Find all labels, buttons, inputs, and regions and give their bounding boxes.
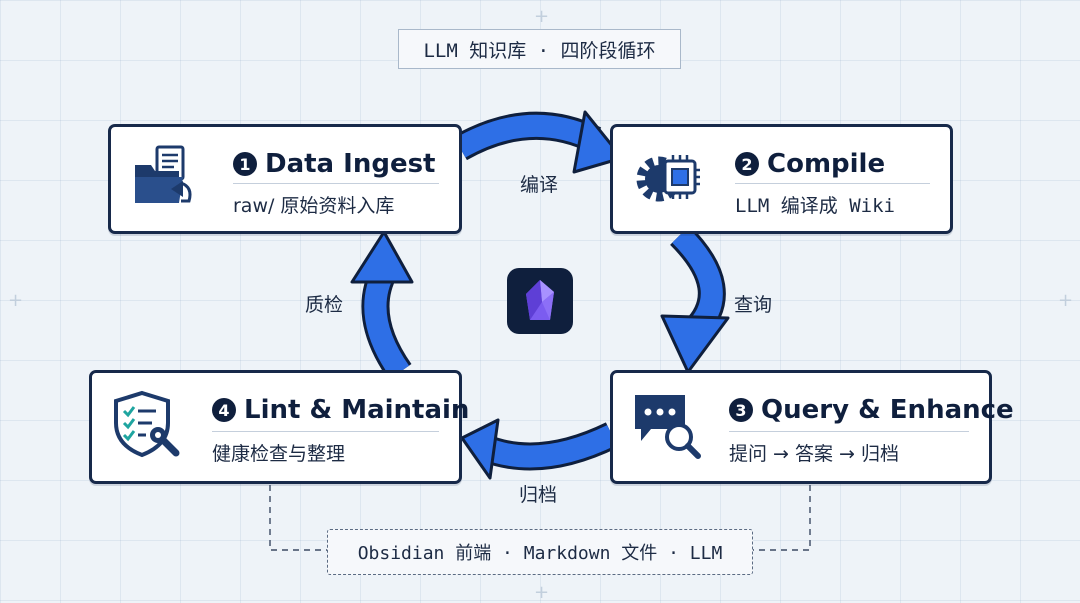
divider [233, 183, 439, 184]
grid-plus-mark: + [534, 582, 550, 603]
arrow-lint-to-ingest [350, 230, 414, 381]
arrow-ingest-to-compile [453, 110, 624, 174]
divider [729, 431, 969, 432]
edge-label-query: 查询 [734, 294, 773, 316]
edge-label-archive: 归档 [519, 484, 558, 506]
arrow-query-to-lint [460, 418, 619, 480]
chat-search-icon [635, 395, 701, 459]
footer-stack-label: Obsidian 前端 · Markdown 文件 · LLM [327, 529, 753, 575]
stage-number: 3 [729, 398, 753, 422]
stage-title: Lint & Maintain [244, 395, 470, 425]
stage-subtitle: raw/ 原始资料入库 [233, 195, 395, 217]
stage-card-lint-maintain: 4 Lint & Maintain 健康检查与整理 [89, 370, 469, 484]
folder-document-icon [135, 145, 192, 203]
grid-plus-mark: + [8, 290, 24, 311]
stage-card-compile: 2 Compile LLM 编译成 Wiki [610, 124, 953, 234]
diagram-title: LLM 知识库 · 四阶段循环 [398, 29, 681, 69]
shield-wrench-icon [114, 390, 180, 458]
grid-plus-mark: + [1058, 290, 1074, 311]
obsidian-logo [507, 268, 573, 334]
stage-number: 4 [212, 398, 236, 422]
stage-title: Data Ingest [265, 149, 436, 179]
grid-plus-mark: + [534, 6, 550, 27]
stage-subtitle: LLM 编译成 Wiki [735, 195, 895, 217]
stage-subtitle: 健康检查与整理 [212, 443, 346, 465]
stage-title: Query & Enhance [761, 395, 1014, 425]
edge-label-compile: 编译 [520, 174, 559, 196]
divider [735, 183, 930, 184]
stage-number: 1 [233, 152, 257, 176]
stage-title: Compile [767, 149, 886, 179]
arrow-compile-to-query [660, 225, 730, 374]
stage-card-data-ingest: 1 Data Ingest raw/ 原始资料入库 [108, 124, 462, 234]
stage-card-query-enhance: 3 Query & Enhance 提问 → 答案 → 归档 [610, 370, 1014, 484]
obsidian-crystal-icon [526, 280, 554, 320]
gear-chip-icon [636, 155, 700, 202]
edge-label-quality-check: 质检 [305, 294, 344, 316]
divider [212, 431, 439, 432]
stage-subtitle: 提问 → 答案 → 归档 [729, 443, 899, 465]
stage-number: 2 [735, 152, 759, 176]
